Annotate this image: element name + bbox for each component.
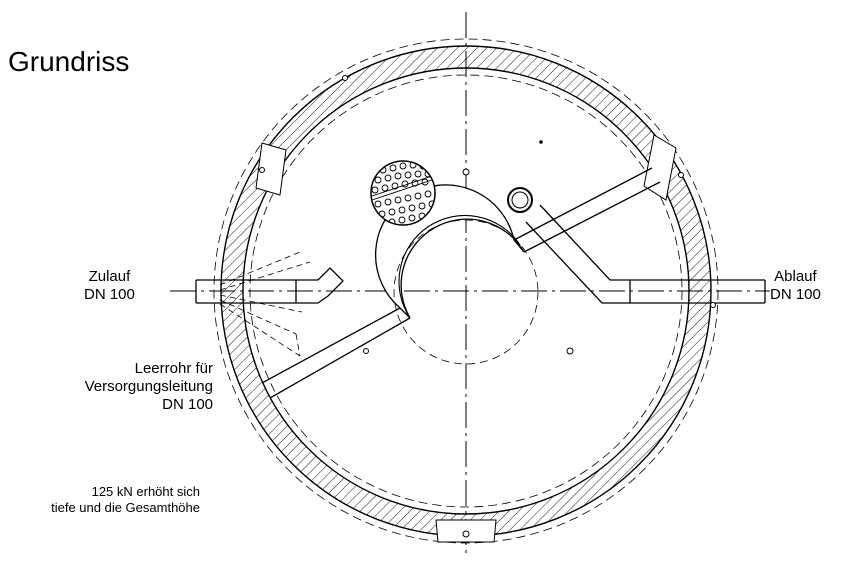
inlet-pipe xyxy=(195,267,344,304)
center-dot xyxy=(539,140,543,144)
inlet-label-line2: DN 100 xyxy=(84,286,135,303)
central-sump-inner xyxy=(398,214,521,319)
outlet-pipe xyxy=(525,204,766,304)
conduit-pipe xyxy=(261,307,411,399)
note-line2: tiefe und die Gesamthöhe xyxy=(51,499,200,515)
outlet-connection-pipe xyxy=(513,167,661,253)
central-sump-dashed xyxy=(393,219,539,365)
perforated-screen xyxy=(370,160,436,226)
shaft-wall xyxy=(220,45,712,537)
wall-pocket-top-left xyxy=(255,142,287,196)
inlet-label-line1: Zulauf xyxy=(88,268,131,285)
conduit-label-line2: Versorgungsleitung xyxy=(84,378,213,395)
page-title: Grundriss xyxy=(8,46,130,77)
inlet-swivel-range xyxy=(219,251,311,357)
bolt-markers xyxy=(259,75,716,538)
conduit-label-line3: DN 100 xyxy=(162,396,213,413)
outlet-label-line2: DN 100 xyxy=(770,286,821,303)
conduit-label-line1: Leerrohr für xyxy=(134,360,213,377)
outer-dashed-contour xyxy=(213,38,719,544)
outlet-label-line1: Ablauf xyxy=(774,268,817,285)
conduit-label: Leerrohr für Versorgungsleitung DN 100 xyxy=(85,360,213,414)
wall-pocket-top-right xyxy=(643,134,677,201)
note-line1: 125 kN erhöht sich xyxy=(91,484,200,499)
small-opening-inner xyxy=(511,191,529,209)
inlet-label: Zulauf DN 100 xyxy=(84,268,135,304)
note-text: 125 kN erhöht sich tiefe und die Gesamth… xyxy=(51,484,200,515)
inner-dashed-contour xyxy=(249,74,683,508)
outlet-label: Ablauf DN 100 xyxy=(770,268,821,304)
